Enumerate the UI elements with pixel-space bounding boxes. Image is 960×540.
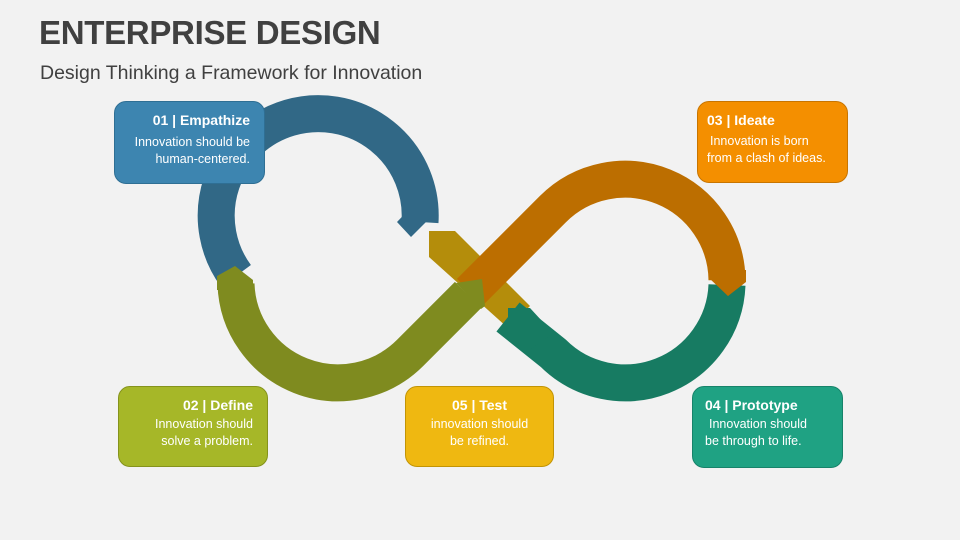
step-heading: 01 | Empathize: [152, 112, 250, 128]
step-card-empathize: 01 | Empathize Innovation should be huma…: [114, 101, 265, 184]
step-text-line: human-centered.: [155, 152, 250, 166]
step-text-line: solve a problem.: [161, 434, 253, 448]
step-heading: 04 | Prototype: [705, 397, 798, 413]
step-heading: 03 | Ideate: [707, 112, 775, 128]
step-card-test: 05 | Test innovation should be refined.: [405, 386, 554, 467]
step-text-line: innovation should: [430, 417, 529, 431]
empathize-arc-end: [397, 198, 436, 237]
loop-segment-empathize: [197, 95, 439, 287]
step-heading: 05 | Test: [451, 397, 507, 413]
step-card-ideate: 03 | Ideate Innovation is born from a cl…: [697, 101, 848, 183]
step-text-line: from a clash of ideas.: [707, 151, 826, 165]
page-subtitle: Design Thinking a Framework for Innovati…: [40, 62, 423, 84]
page-title: ENTERPRISE DESIGN: [39, 14, 381, 51]
step-card-prototype: 04 | Prototype Innovation should be thro…: [692, 386, 843, 468]
step-text-line: Innovation should be: [134, 135, 250, 149]
step-text-line: be refined.: [449, 434, 510, 448]
step-text-line: be through to life.: [705, 434, 802, 448]
step-text-line: Innovation should: [155, 417, 253, 431]
step-text-line: Innovation should: [709, 417, 807, 431]
loop-segment-ideate: [456, 160, 746, 306]
loop-segment-define: [217, 266, 485, 402]
step-text-line: Innovation is born: [710, 134, 809, 148]
loop-segment-prototype: [496, 270, 746, 402]
step-card-define: 02 | Define Innovation should solve a pr…: [118, 386, 268, 467]
step-heading: 02 | Define: [182, 397, 253, 413]
